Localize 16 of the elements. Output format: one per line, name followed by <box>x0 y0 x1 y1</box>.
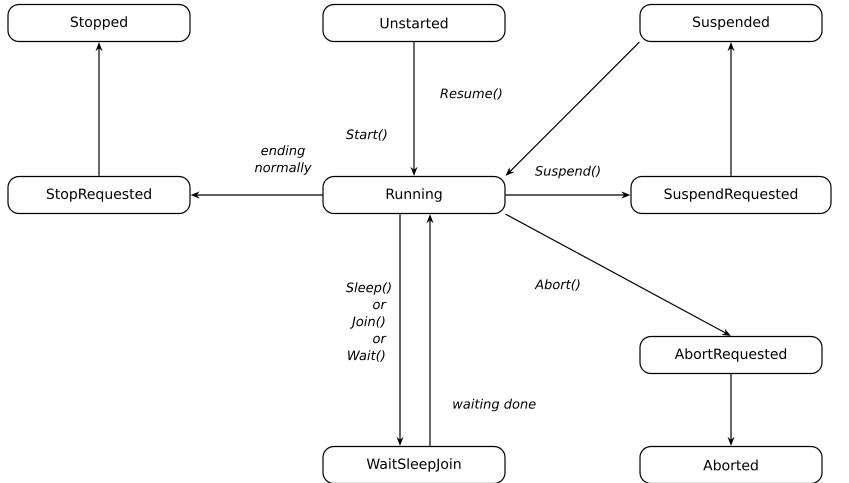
state-box: SuspendRequested <box>630 176 832 214</box>
edge-label: waiting done <box>453 398 536 412</box>
state-box: WaitSleepJoin <box>322 446 506 483</box>
state-box: StopRequested <box>7 176 191 214</box>
edge-label: Suspend() <box>535 166 600 178</box>
state-box: AbortRequested <box>639 336 823 374</box>
edge-label: Start() <box>346 129 386 141</box>
edge-label: ending normally <box>254 145 312 175</box>
state-box: Aborted <box>639 446 823 483</box>
state-box: Suspended <box>639 4 823 42</box>
edge-label: Sleep() or Join() or Wait() <box>346 282 391 362</box>
edge-label: Resume() <box>440 88 502 100</box>
state-box: Stopped <box>7 4 191 42</box>
edge-label: Abort() <box>534 279 580 291</box>
state-box: Running <box>322 176 506 214</box>
state-box: Unstarted <box>322 4 506 42</box>
